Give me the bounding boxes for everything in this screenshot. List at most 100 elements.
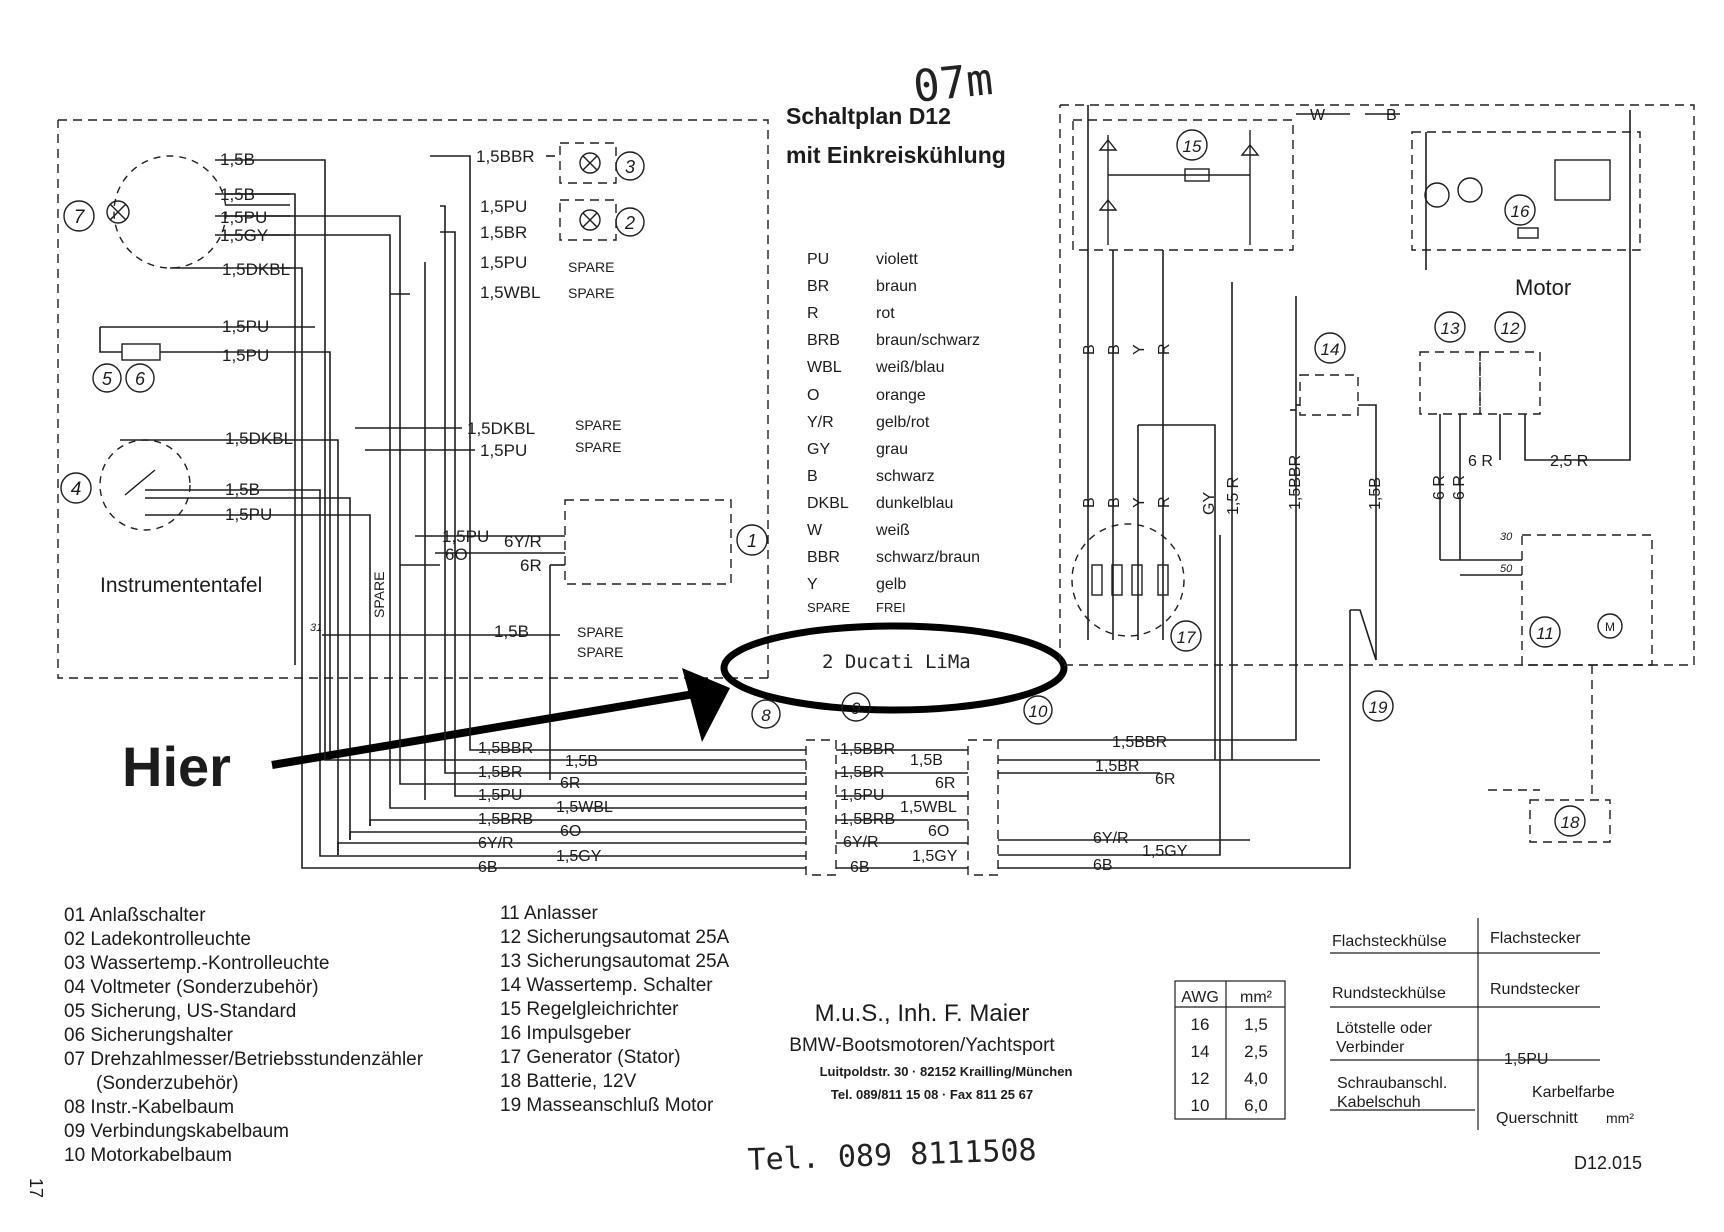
svg-text:13 Sicherungsautomat 25A: 13 Sicherungsautomat 25A bbox=[500, 951, 730, 972]
svg-text:14 Wassertemp. Schalter: 14 Wassertemp. Schalter bbox=[500, 975, 713, 996]
wire-label: 1,5WBL bbox=[480, 283, 540, 302]
svg-text:Luitpoldstr. 30 · 82152 Kraill: Luitpoldstr. 30 · 82152 Krailling/Münche… bbox=[820, 1064, 1073, 1079]
svg-text:01 Anlaßschalter: 01 Anlaßschalter bbox=[64, 905, 206, 926]
wire-label: 1,5PU bbox=[222, 346, 269, 365]
stator-wires bbox=[1087, 105, 1296, 760]
svg-text:grau: grau bbox=[876, 441, 908, 458]
diagram-title: Schaltplan D12 bbox=[786, 103, 951, 129]
wire-label: 6O bbox=[445, 545, 468, 564]
svg-text:Kabelschuh: Kabelschuh bbox=[1337, 1094, 1421, 1111]
svg-text:R: R bbox=[807, 305, 819, 322]
spare-label: SPARE bbox=[568, 285, 614, 301]
wire-label: 1,5B bbox=[494, 622, 529, 641]
wire-label: 1,5PU bbox=[480, 441, 527, 460]
annotation-arrow bbox=[271, 689, 701, 769]
component-number-1: 1 bbox=[747, 531, 757, 551]
svg-text:1,5BR: 1,5BR bbox=[478, 764, 522, 781]
svg-text:1,5B: 1,5B bbox=[910, 752, 943, 769]
spare-vertical-label: SPARE bbox=[371, 572, 387, 618]
svg-text:schwarz: schwarz bbox=[876, 468, 935, 485]
svg-text:2,5: 2,5 bbox=[1244, 1042, 1268, 1061]
svg-text:Tel. 089/811 15 08 · Fax 811 2: Tel. 089/811 15 08 · Fax 811 25 67 bbox=[831, 1087, 1033, 1102]
instrument-panel-outline bbox=[57, 119, 769, 679]
svg-text:Lötstelle oder: Lötstelle oder bbox=[1336, 1020, 1433, 1037]
wire-label: Y bbox=[1131, 497, 1148, 508]
svg-text:07 Drehzahlmesser/Betriebsstun: 07 Drehzahlmesser/Betriebsstundenzähler bbox=[64, 1049, 424, 1070]
component-number-9: 9 bbox=[851, 699, 861, 718]
svg-text:6R: 6R bbox=[560, 775, 580, 792]
svg-text:1,5BRB: 1,5BRB bbox=[840, 811, 895, 828]
wire-label: 1,5B bbox=[225, 480, 260, 499]
svg-text:06 Sicherungshalter: 06 Sicherungshalter bbox=[64, 1025, 234, 1046]
svg-text:02 Ladekontrolleuchte: 02 Ladekontrolleuchte bbox=[64, 929, 251, 950]
wire-label: 1,5PU bbox=[480, 197, 527, 216]
document-code: D12.015 bbox=[1574, 1153, 1642, 1173]
svg-text:1,5PU: 1,5PU bbox=[478, 787, 522, 804]
svg-text:08 Instr.-Kabelbaum: 08 Instr.-Kabelbaum bbox=[64, 1097, 234, 1118]
svg-text:6R: 6R bbox=[1155, 771, 1175, 788]
harness-wires bbox=[301, 296, 1351, 876]
svg-text:6Y/R: 6Y/R bbox=[1093, 830, 1129, 847]
svg-text:O: O bbox=[807, 387, 819, 404]
generator-stator bbox=[1071, 523, 1185, 637]
ignition-switch-outline bbox=[564, 499, 732, 585]
wire-label: R bbox=[1156, 496, 1173, 508]
svg-text:schwarz/braun: schwarz/braun bbox=[876, 549, 980, 566]
handwritten-phone: Tel. 089 8111508 bbox=[747, 1133, 1037, 1178]
svg-text:1,5BBR: 1,5BBR bbox=[478, 740, 533, 757]
wire-label: 1,5PU bbox=[220, 208, 267, 227]
svg-text:mm²: mm² bbox=[1606, 1110, 1634, 1126]
diagram-subtitle: mit Einkreiskühlung bbox=[786, 142, 1006, 168]
svg-text:6B: 6B bbox=[1093, 857, 1113, 874]
voltmeter-component bbox=[99, 439, 191, 531]
regulator-outline bbox=[1072, 119, 1294, 251]
svg-text:AWG: AWG bbox=[1181, 989, 1219, 1006]
svg-text:6Y/R: 6Y/R bbox=[843, 834, 879, 851]
wire-label: R bbox=[1156, 343, 1173, 355]
svg-text:W: W bbox=[807, 522, 823, 539]
svg-text:Flachsteckhülse: Flachsteckhülse bbox=[1332, 933, 1447, 950]
wire-label: 1,5PU bbox=[222, 317, 269, 336]
svg-text:gelb: gelb bbox=[876, 576, 906, 593]
svg-text:04 Voltmeter (Sonderzubehör): 04 Voltmeter (Sonderzubehör) bbox=[64, 977, 319, 998]
wire-label: W bbox=[1310, 107, 1326, 124]
svg-text:B: B bbox=[807, 468, 818, 485]
svg-text:03 Wassertemp.-Kontrolleuchte: 03 Wassertemp.-Kontrolleuchte bbox=[64, 953, 329, 974]
motor-symbol: M bbox=[1605, 620, 1615, 634]
svg-text:11 Anlasser: 11 Anlasser bbox=[500, 903, 599, 924]
spare-label: SPARE bbox=[577, 644, 623, 660]
instrument-panel-label: Instrumententafel bbox=[100, 574, 262, 597]
wire-label: 6R bbox=[520, 556, 542, 575]
svg-text:10 Motorkabelbaum: 10 Motorkabelbaum bbox=[64, 1145, 232, 1166]
svg-text:Rundsteckhülse: Rundsteckhülse bbox=[1332, 985, 1446, 1002]
breaker-12-outline bbox=[1479, 351, 1541, 415]
svg-text:05 Sicherung, US-Standard: 05 Sicherung, US-Standard bbox=[64, 1001, 296, 1022]
motor-outline bbox=[1059, 104, 1695, 666]
wire-label: 1,5DKBL bbox=[225, 429, 293, 448]
wire-label: GY bbox=[1201, 492, 1218, 515]
svg-text:1,5BRB: 1,5BRB bbox=[478, 811, 533, 828]
svg-text:10: 10 bbox=[1191, 1096, 1210, 1115]
spare-label: SPARE bbox=[575, 417, 621, 433]
svg-text:WBL: WBL bbox=[807, 359, 842, 376]
starter-outline bbox=[1521, 534, 1653, 666]
component-number-13: 13 bbox=[1441, 319, 1460, 338]
motor-label: Motor bbox=[1515, 275, 1571, 300]
svg-text:gelb/rot: gelb/rot bbox=[876, 414, 930, 431]
spare-label: SPARE bbox=[568, 259, 614, 275]
wire-label: B bbox=[1081, 344, 1098, 355]
svg-text:M.u.S., Inh. F. Maier: M.u.S., Inh. F. Maier bbox=[815, 1000, 1030, 1027]
component-number-4: 4 bbox=[71, 479, 82, 500]
component-number-2: 2 bbox=[624, 213, 635, 233]
handwritten-mark: 07m bbox=[911, 54, 995, 113]
svg-text:FREI: FREI bbox=[876, 600, 906, 615]
regulator-internal bbox=[1098, 130, 1260, 245]
component-number-6: 6 bbox=[135, 369, 146, 389]
component-number-5: 5 bbox=[102, 369, 113, 389]
svg-text:orange: orange bbox=[876, 387, 926, 404]
svg-text:17 Generator (Stator): 17 Generator (Stator) bbox=[500, 1047, 681, 1068]
component-list: 01 Anlaßschalter 02 Ladekontrolleuchte 0… bbox=[64, 903, 730, 1166]
lamp-2-outline bbox=[559, 199, 617, 241]
